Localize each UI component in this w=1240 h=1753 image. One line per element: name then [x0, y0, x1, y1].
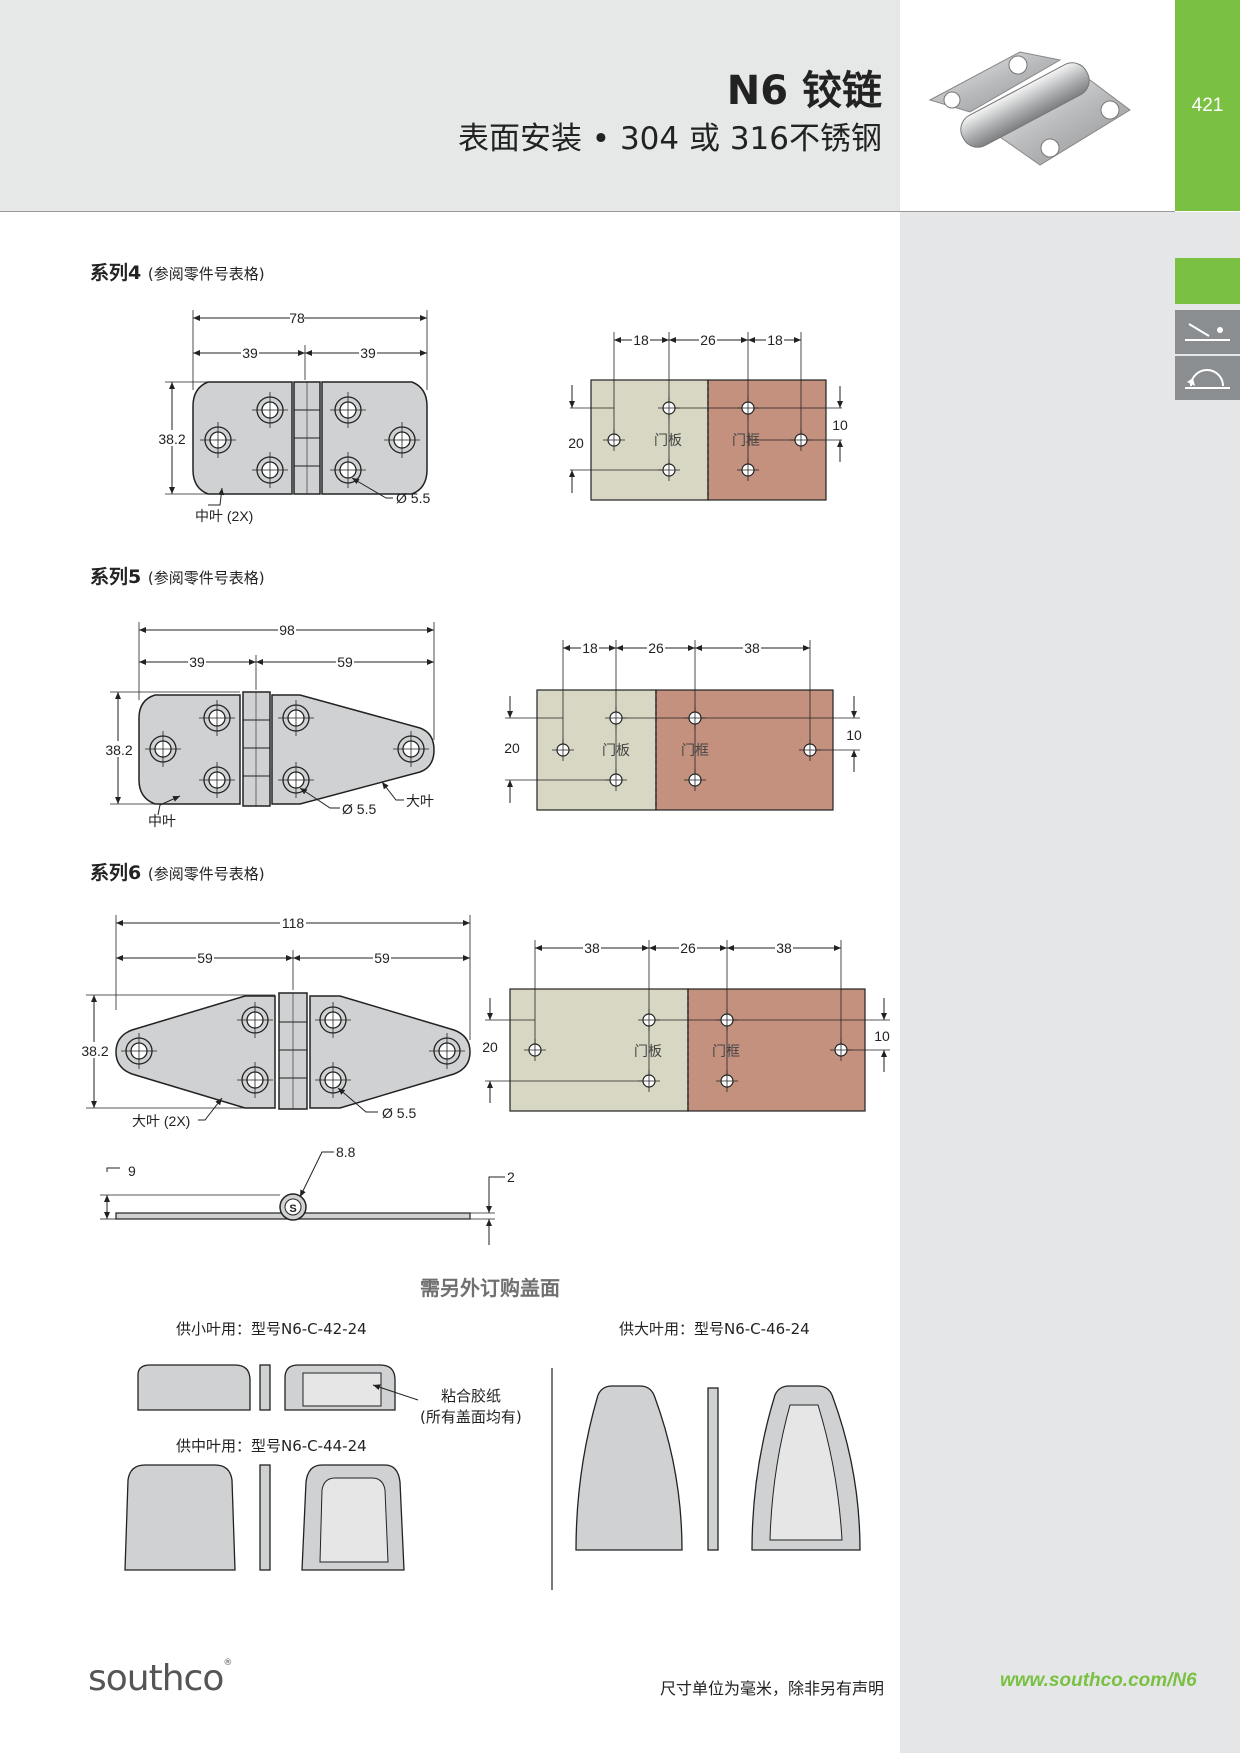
series6-side-view: S 9 8.8 2 — [100, 1144, 515, 1245]
s6-height: 38.2 — [81, 1043, 108, 1059]
s4-door: 门板 — [654, 432, 682, 448]
s4-hole: Ø 5.5 — [396, 490, 430, 506]
s4-frame: 门框 — [732, 432, 760, 448]
series4-heading: 系列4 (参阅零件号表格) — [90, 258, 265, 285]
adhesive-note: (所有盖面均有) — [420, 1408, 522, 1426]
s4-right: 39 — [360, 345, 376, 361]
series6-heading: 系列6 (参阅零件号表格) — [90, 858, 265, 885]
covers-heading: 需另外订购盖面 — [420, 1276, 560, 1300]
s5-left: 39 — [189, 654, 205, 670]
series6-hinge-drawing: 118 59 59 38.2 大叶 (2X) Ø 5.5 — [78, 915, 471, 1129]
s6-side-c: 2 — [507, 1169, 515, 1185]
s6-door: 门板 — [634, 1043, 662, 1059]
s4-height: 38.2 — [158, 431, 185, 447]
s4-m-left: 20 — [568, 435, 584, 451]
s5-m-d2: 26 — [648, 640, 664, 656]
page-number: 421 — [1191, 95, 1224, 116]
s4-m-d1: 18 — [633, 332, 649, 348]
s4-total: 78 — [289, 310, 305, 326]
covers-drawings — [124, 1364, 861, 1590]
series4-mount-drawing: 18 26 18 20 10 门板 门框 — [568, 332, 848, 501]
series5-note: (参阅零件号表格) — [147, 569, 265, 587]
product-photo — [900, 0, 1175, 212]
s6-m-d2: 26 — [680, 940, 696, 956]
product-url-link[interactable]: www.southco.com/N6 — [1000, 1670, 1197, 1691]
s6-m-d1: 38 — [584, 940, 600, 956]
adhesive-label: 粘合胶纸 — [441, 1387, 502, 1405]
s6-m-left: 20 — [482, 1039, 498, 1055]
s6-side-a: 9 — [128, 1163, 136, 1179]
page-title: N6 铰链 — [726, 68, 882, 114]
hinge-photo-illustration — [928, 51, 1131, 166]
surface-mount-tab[interactable] — [1175, 310, 1240, 354]
s5-m-left: 20 — [504, 740, 520, 756]
s5-height: 38.2 — [105, 742, 132, 758]
s5-big-leaf: 大叶 — [406, 793, 434, 809]
units-note: 尺寸单位为毫米，除非另有声明 — [659, 1679, 884, 1698]
cover-mid-caption: 供中叶用：型号N6-C-44-24 — [176, 1437, 367, 1455]
s6-hole: Ø 5.5 — [382, 1105, 416, 1121]
page-tab — [1175, 0, 1240, 211]
series5-mount-drawing: 18 26 38 20 10 门板 门框 — [504, 640, 862, 811]
s6-total: 118 — [282, 915, 305, 931]
cover-large-caption: 供大叶用：型号N6-C-46-24 — [619, 1320, 810, 1338]
series5-title: 系列5 — [90, 566, 142, 588]
registered-mark: ® — [223, 1658, 232, 1668]
southco-logo: southco® — [88, 1658, 232, 1699]
page-subtitle: 表面安装 • 304 或 316不锈钢 — [457, 121, 882, 157]
surface-mount-icon — [1185, 323, 1230, 341]
s6-m-right: 10 — [874, 1028, 890, 1044]
header-band — [0, 0, 900, 212]
s4-m-d2: 26 — [700, 332, 716, 348]
brand-name: southco — [88, 1658, 224, 1699]
svg-text:S: S — [289, 1203, 296, 1215]
s6-left: 59 — [197, 950, 213, 966]
hinge-rotation-tab[interactable] — [1175, 356, 1240, 400]
s5-total: 98 — [279, 622, 295, 638]
s5-hole: Ø 5.5 — [342, 801, 376, 817]
s6-leaf-label: 大叶 (2X) — [132, 1113, 190, 1129]
cover-small-caption: 供小叶用：型号N6-C-42-24 — [176, 1320, 367, 1338]
s4-left: 39 — [242, 345, 258, 361]
s4-m-d3: 18 — [767, 332, 783, 348]
s5-door: 门板 — [602, 742, 630, 758]
s5-m-right: 10 — [846, 727, 862, 743]
s6-right: 59 — [374, 950, 390, 966]
series6-title: 系列6 — [90, 862, 142, 884]
technical-drawings: 78 39 39 38.2 中叶 (2X) Ø 5.5 — [78, 310, 890, 1590]
series4-note: (参阅零件号表格) — [147, 265, 265, 283]
series5-hinge-drawing: 98 39 59 38.2 中叶 Ø 5.5 大叶 — [102, 622, 435, 829]
s5-frame: 门框 — [681, 742, 709, 758]
s6-side-b: 8.8 — [336, 1144, 356, 1160]
series5-heading: 系列5 (参阅零件号表格) — [90, 562, 265, 589]
right-rail — [900, 212, 1240, 1753]
rotation-icon — [1185, 369, 1230, 389]
s4-m-right: 10 — [832, 417, 848, 433]
series6-note: (参阅零件号表格) — [147, 865, 265, 883]
series4-title: 系列4 — [90, 262, 142, 284]
s6-frame: 门框 — [712, 1043, 740, 1059]
s5-m-d1: 18 — [582, 640, 598, 656]
s5-right: 59 — [337, 654, 353, 670]
s5-m-d3: 38 — [744, 640, 760, 656]
category-tab-active[interactable] — [1175, 258, 1240, 304]
s5-mid-leaf: 中叶 — [148, 813, 176, 829]
s6-m-d3: 38 — [776, 940, 792, 956]
s4-leaf-label: 中叶 (2X) — [195, 508, 253, 524]
series6-mount-drawing: 38 26 38 20 10 门板 门框 — [482, 940, 890, 1112]
series4-hinge-drawing: 78 39 39 38.2 中叶 (2X) Ø 5.5 — [155, 310, 430, 524]
